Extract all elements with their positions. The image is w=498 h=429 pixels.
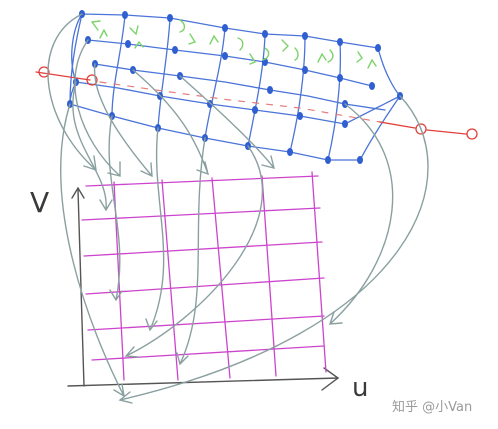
- mesh-row-3: [75, 81, 401, 125]
- mapping-arrow-7: [145, 127, 165, 332]
- mapping-arrow-4: [72, 81, 113, 212]
- axis-endpoint-left-inner: [86, 74, 98, 86]
- mesh-side-left: [69, 13, 83, 105]
- mapping-arrow-10: [176, 137, 206, 366]
- mapping-arrow-2: [74, 39, 121, 177]
- mapping-arrow-9: [60, 103, 125, 398]
- axis-endpoint-right-outer: [466, 128, 478, 140]
- mesh-surface: [69, 13, 401, 161]
- mapping-arrow-11: [329, 103, 394, 325]
- mesh-col-0: [69, 13, 83, 105]
- v-axis-label: V: [30, 186, 49, 219]
- mesh-edge-top: [81, 13, 379, 49]
- mesh-col-1: [111, 14, 126, 117]
- v-axis-arrowhead: [71, 186, 85, 199]
- normal-arrows: [91, 19, 377, 69]
- watermark: 知乎 @小Van: [392, 399, 472, 415]
- uv-grid-col-2: [211, 177, 231, 379]
- axis-endpoint-right-inner: [415, 123, 427, 135]
- mesh-row-1: [87, 39, 373, 87]
- uv-grid-row-2: [83, 241, 323, 257]
- mesh-edge-bottom: [69, 103, 361, 161]
- uv-grid-col-3: [261, 175, 277, 377]
- uv-grid-row-1: [81, 207, 321, 221]
- mapping-arrow-12: [118, 95, 429, 404]
- mapping-arrow-8: [179, 75, 275, 169]
- mesh-col-6: [327, 41, 342, 161]
- mesh-row-2: [94, 63, 386, 111]
- mesh-col-4: [247, 33, 266, 147]
- axis-endpoint-left-outer: [38, 66, 50, 78]
- uv-grid-col-1: [161, 179, 179, 381]
- mesh-control-points: [67, 10, 403, 164]
- mesh-col-3: [204, 27, 226, 139]
- mapping-arrows: [47, 13, 429, 404]
- mapping-arrow-3: [93, 63, 153, 178]
- u-axis-arrowhead: [321, 367, 340, 391]
- mesh-col-5: [289, 35, 306, 153]
- u-axis: [67, 377, 339, 387]
- uv-grid-row-3: [85, 277, 325, 295]
- mapping-arrow-6: [132, 69, 209, 176]
- uv-grid-row-4: [87, 315, 325, 331]
- mapping-arrow-13: [124, 145, 263, 358]
- u-axis-label: u: [352, 373, 368, 403]
- uv-grid-row-5: [91, 345, 325, 361]
- axis-line: [35, 66, 478, 140]
- mesh-col-2: [157, 17, 171, 129]
- uv-grid-col-4: [311, 171, 327, 373]
- uv-grid-row-0: [85, 175, 319, 187]
- mapping-arrow-5: [108, 115, 123, 302]
